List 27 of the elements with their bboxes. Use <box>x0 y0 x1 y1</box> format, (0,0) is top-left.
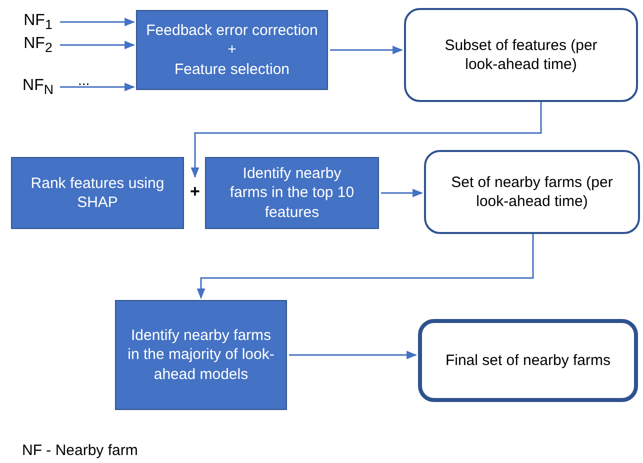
process-box <box>205 157 379 229</box>
rounded-box <box>424 150 640 234</box>
box-text: Identify nearby farms in the top 10 features <box>228 164 356 222</box>
arrow <box>289 350 418 360</box>
box-text: Identify nearby farms in the majority of look-ahead models <box>126 326 276 384</box>
arrow <box>60 18 136 26</box>
arrow <box>381 188 424 198</box>
box-text: Feature selection <box>174 60 290 80</box>
arrow <box>330 46 404 54</box>
arrow <box>60 82 136 92</box>
node-label: NF$_{N}$ <box>18 73 58 101</box>
arrow <box>60 40 136 50</box>
process-box <box>136 10 328 90</box>
box-text: Rank features using SHAP <box>30 174 166 212</box>
process-box <box>11 157 184 229</box>
box-text: Feedback error correction <box>146 20 318 40</box>
box-text: Final set of nearby farms <box>445 350 611 370</box>
box-text: Set of nearby farms (per look-ahead time) <box>450 172 614 212</box>
plus-sign: + <box>187 179 203 205</box>
arrow <box>196 234 534 300</box>
ellipsis-label: ... <box>78 72 90 88</box>
note-text: NF - Nearby farm <box>22 442 138 459</box>
box-text: Subset of features (per look-ahead time) <box>444 36 598 74</box>
rounded-box <box>404 8 638 102</box>
process-box <box>115 300 287 410</box>
rounded-box <box>418 319 638 402</box>
box-text: + <box>228 40 236 60</box>
